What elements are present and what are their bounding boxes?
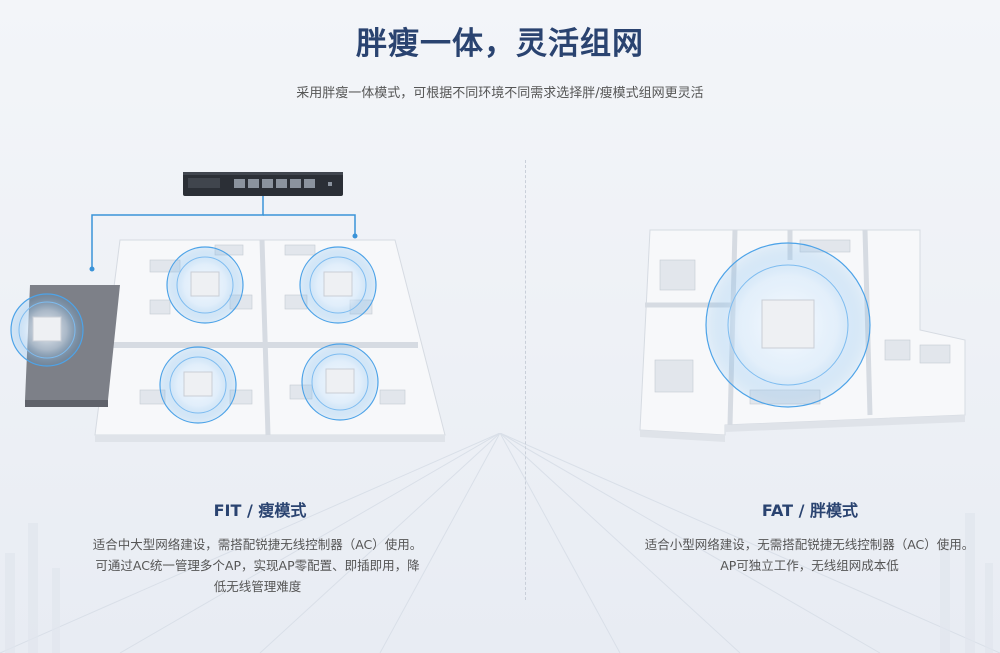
page-title: 胖瘦一体，灵活组网 <box>356 26 644 62</box>
fit-floorplan-graphic <box>10 172 446 442</box>
fat-desc-line: 适合小型网络建设，无需搭配锐捷无线控制器（AC）使用。 <box>644 537 975 552</box>
network-cables <box>91 196 356 268</box>
switch-device <box>183 172 343 196</box>
fat-mode-description: 适合小型网络建设，无需搭配锐捷无线控制器（AC）使用。 AP可独立工作，无线组网… <box>612 534 1000 576</box>
fat-mode-title: FAT / 胖模式 <box>761 501 859 520</box>
fat-illustration <box>630 200 970 450</box>
page-subtitle: 采用胖瘦一体模式，可根据不同环境不同需求选择胖/瘦模式组网更灵活 <box>296 86 704 101</box>
ap-coverage-ring <box>705 242 871 408</box>
fat-desc-line: AP可独立工作，无线组网成本低 <box>720 558 899 573</box>
fit-mode-description: 适合中大型网络建设，需搭配锐捷无线控制器（AC）使用。 可通过AC统一管理多个A… <box>55 534 460 597</box>
fit-mode-title: FIT / 瘦模式 <box>213 501 307 520</box>
section-divider <box>525 160 526 600</box>
fit-desc-line: 低无线管理难度 <box>213 579 302 594</box>
fit-illustration <box>0 160 520 460</box>
fit-desc-line: 适合中大型网络建设，需搭配锐捷无线控制器（AC）使用。 <box>92 537 423 552</box>
fit-desc-line: 可通过AC统一管理多个AP，实现AP零配置、即插即用，降 <box>95 558 420 573</box>
fat-floorplan-graphic <box>639 229 966 442</box>
ap-coverage-rings <box>10 246 379 424</box>
